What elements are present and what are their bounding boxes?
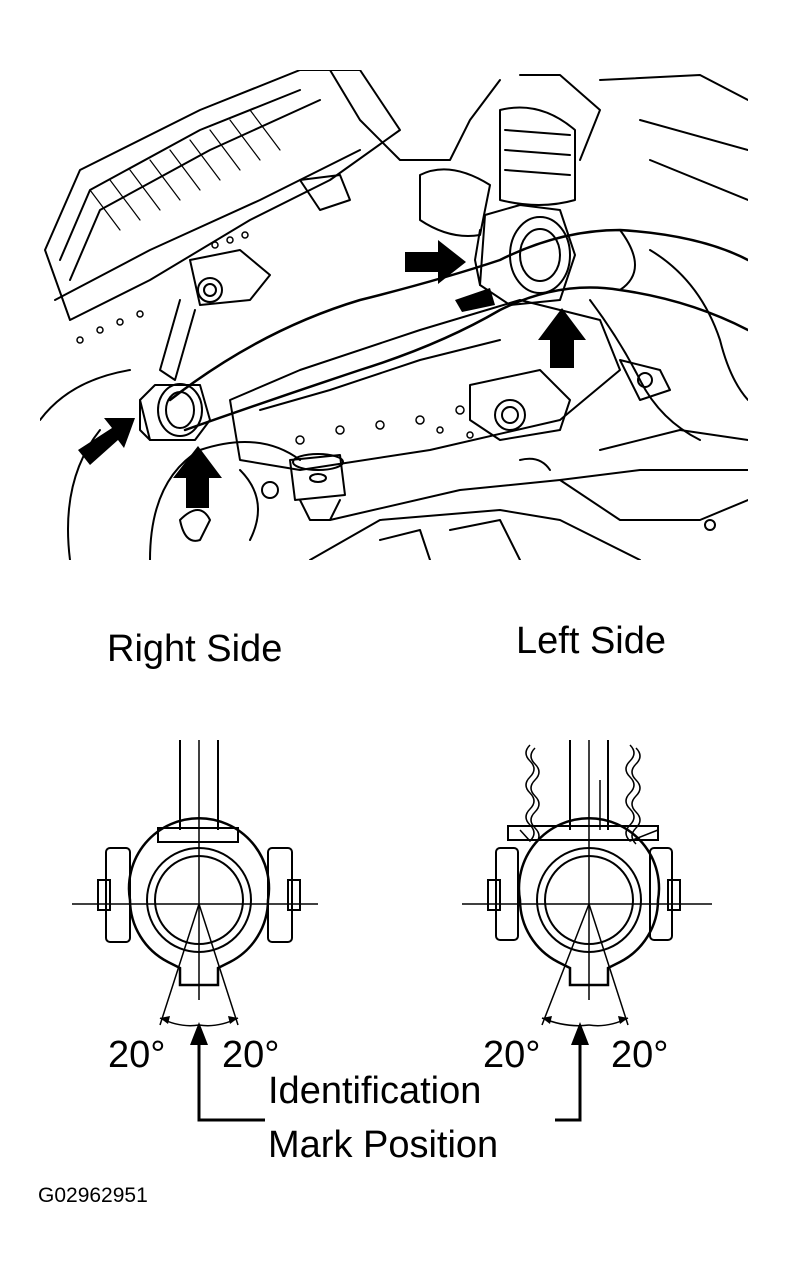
- arrow-up-icon: [190, 1022, 208, 1045]
- left-side-bushing-diagram: [462, 740, 712, 1027]
- arc-tick-icon: [618, 1016, 628, 1024]
- arrow-up-icon: [538, 308, 586, 368]
- angle-label-left-right: 20°: [611, 1034, 669, 1076]
- arc-tick-icon: [542, 1016, 552, 1024]
- mark-position-label: Mark Position: [268, 1124, 499, 1166]
- indicator-arrows: [78, 240, 586, 508]
- arrow-right-icon: [405, 240, 466, 284]
- identification-label: Identification: [268, 1070, 482, 1112]
- left-side-heading: Left Side: [516, 620, 666, 662]
- suspension-illustration: [40, 70, 748, 560]
- right-side-bushing-diagram: [72, 740, 318, 1027]
- angle-label-right-left: 20°: [108, 1034, 166, 1076]
- arc-tick-icon: [228, 1016, 238, 1024]
- angle-label-right-right: 20°: [222, 1034, 280, 1076]
- right-side-heading: Right Side: [107, 628, 283, 670]
- arrow-diag-icon: [78, 418, 135, 465]
- arc-tick-icon: [160, 1016, 170, 1024]
- arrow-up-icon: [571, 1022, 589, 1045]
- arrow-up-icon: [173, 446, 222, 508]
- identification-leader-lines: [197, 1040, 582, 1122]
- figure-code: G02962951: [38, 1184, 148, 1207]
- angle-label-left-left: 20°: [483, 1034, 541, 1076]
